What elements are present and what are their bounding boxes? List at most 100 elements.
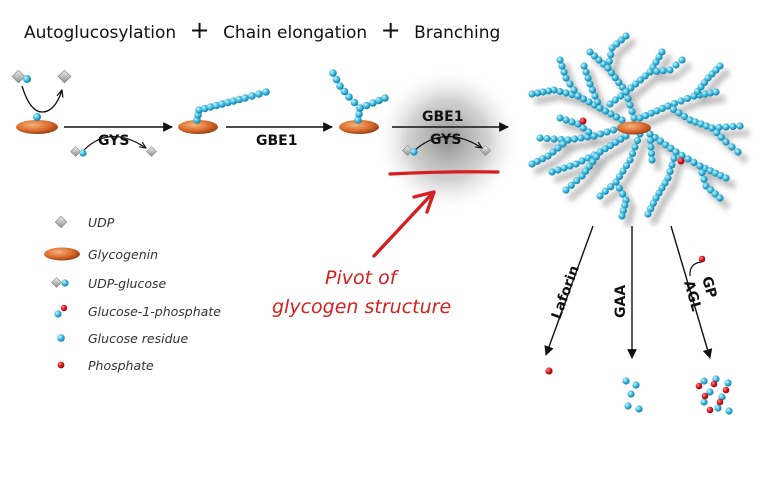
curved-arrow — [83, 135, 146, 151]
udp-diamond-icon — [402, 145, 413, 156]
glucose-residue-icon — [735, 129, 743, 138]
glucose-residue-icon — [618, 116, 626, 124]
glucose-residue-icon — [568, 123, 576, 131]
annotation-line-1: Pivot of — [325, 267, 400, 289]
glucose-residue-icon — [533, 157, 541, 165]
glucose-residue-icon — [548, 168, 556, 176]
glucose-residue-icon — [680, 112, 689, 121]
glucose-residue-icon — [555, 155, 563, 163]
legend-item-glycogenin: Glycogenin — [44, 247, 158, 262]
glucose-residue-icon — [550, 94, 559, 102]
glucose-residue-icon — [624, 94, 632, 103]
glucose-residue-icon — [33, 113, 41, 121]
curved-arrow — [689, 261, 703, 277]
udp-diamond-icon — [57, 69, 72, 84]
glucose-residue-icon — [659, 67, 667, 75]
glucose-residue-icon — [619, 167, 627, 175]
glucose-residue-icon — [248, 92, 256, 100]
glucose-residue-icon — [576, 142, 585, 150]
branching-highlight-halo — [374, 66, 522, 214]
glucose-residue-icon — [666, 167, 674, 176]
glucose-residue-icon — [653, 67, 661, 75]
glucose-residue-icon — [697, 120, 705, 128]
glycogenin-ellipse-icon — [16, 120, 58, 134]
glucose-residue-icon — [702, 122, 711, 130]
glucose-residue-icon — [235, 95, 244, 104]
glucose-residue-icon — [672, 148, 680, 156]
glucose-residue-icon — [713, 129, 721, 137]
glucose-residue-icon — [602, 199, 610, 207]
degradation-arrow — [544, 225, 594, 356]
glucose-residue-icon — [633, 136, 642, 145]
glucose-residue-icon — [706, 89, 715, 97]
glucose-residue-icon — [560, 68, 568, 76]
glucose-residue-icon — [716, 62, 724, 70]
glucose-residue-icon — [675, 109, 683, 117]
glucose-residue-icon — [728, 181, 736, 189]
glucose-residue-icon — [356, 104, 364, 112]
glucose-residue-icon — [607, 152, 615, 160]
glucose-residue-icon — [622, 377, 630, 385]
glucose-residue-icon — [700, 377, 708, 385]
glucose-residue-icon — [607, 51, 615, 59]
enzyme-label-gp: GP — [698, 275, 719, 300]
glucose-residue-icon — [672, 73, 680, 81]
glucose-residue-icon — [652, 75, 660, 83]
phosphate-dot-icon — [710, 380, 718, 388]
glucose-residue-icon — [255, 90, 263, 98]
glucose-residue-icon — [621, 179, 630, 188]
glucose-residue-icon — [566, 162, 574, 170]
glucose-residue-icon — [355, 110, 363, 118]
glucose-residue-icon — [617, 36, 625, 44]
glucose-residue-icon — [630, 114, 638, 122]
enzyme-label-gbe1-branch: GBE1 — [422, 109, 463, 125]
glucose-residue-icon — [601, 107, 610, 115]
glucose-residue-icon — [544, 87, 553, 95]
glucose-residue-icon — [593, 98, 602, 106]
linear-glucose-chain — [193, 88, 270, 124]
glucose-residue-icon — [218, 100, 226, 108]
glucose-residue-icon — [591, 92, 599, 100]
glucose-residue-icon — [618, 145, 626, 153]
glucose-residue-icon — [586, 80, 594, 88]
glucose-residue-icon — [627, 208, 635, 216]
glucose-residue-icon — [658, 48, 666, 56]
glucose-residue-icon — [212, 101, 221, 110]
glucose-residue-icon — [649, 199, 657, 207]
glucose-residue-icon — [23, 75, 31, 83]
glucose-residue-icon — [683, 94, 692, 103]
glycogenin-ellipse-icon — [339, 120, 379, 134]
glucose-residue-icon — [545, 162, 553, 170]
glucose-residue-icon — [633, 91, 641, 99]
glucose-residue-icon — [57, 334, 65, 342]
glucose-residue-icon — [624, 219, 632, 227]
glucose-residue-icon — [628, 149, 637, 158]
glucose-residue-icon — [722, 69, 730, 77]
glucose-residue-icon — [613, 58, 621, 66]
glucose-residue-icon — [736, 122, 744, 130]
glucose-residue-icon — [607, 183, 615, 191]
glucose-residue-icon — [556, 56, 564, 64]
glucose-residue-icon — [647, 79, 655, 87]
glucose-residue-icon — [556, 93, 564, 101]
legend-item-glucose-1-phosphate: Glucose-1-phosphate — [54, 304, 221, 319]
glucose-residue-icon — [655, 206, 663, 214]
phosphate-dot-icon — [545, 367, 553, 375]
glucose-residue-icon — [678, 151, 686, 160]
glucose-residue-icon — [577, 134, 585, 142]
title-autoglucosylation: Autoglucosylation — [24, 23, 176, 43]
legend: UDP Glycogenin UDP-glucose Glucose-1-pho… — [44, 215, 221, 373]
glucose-residue-icon — [634, 156, 643, 165]
glucose-residue-icon — [539, 164, 547, 172]
glucose-residue-icon — [722, 138, 730, 146]
title-plus-2: + — [381, 16, 401, 44]
glucose-residue-icon — [565, 147, 573, 155]
glucose-residue-icon — [708, 124, 716, 132]
glucose-residue-icon — [544, 152, 552, 160]
glucose-residue-icon — [550, 135, 558, 143]
glucose-residue-icon — [722, 174, 730, 182]
glucose-residue-icon — [667, 144, 675, 152]
glucose-residue-icon — [596, 130, 605, 138]
glucose-residue-icon — [562, 121, 570, 129]
enzyme-label-gys: GYS — [98, 133, 129, 149]
